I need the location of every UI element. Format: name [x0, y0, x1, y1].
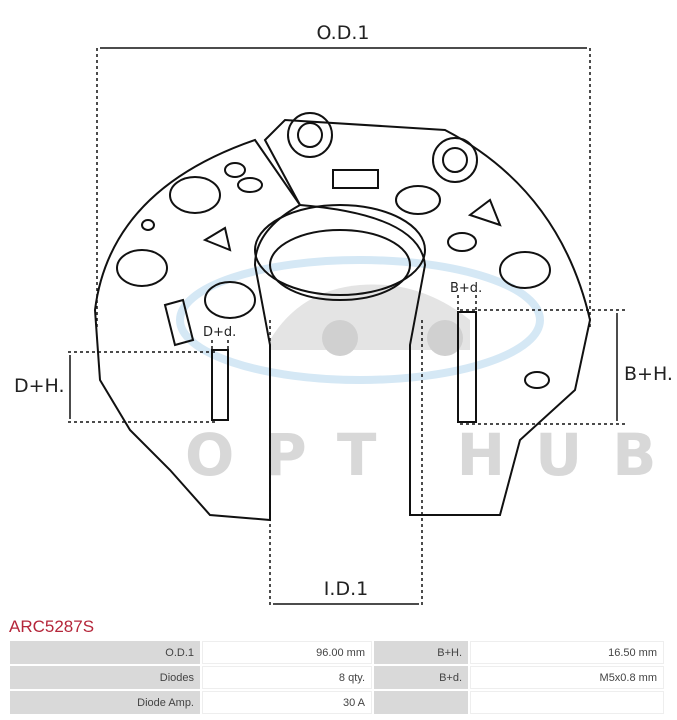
spec-table: O.D.1 96.00 mm B+H. 16.50 mm Diodes 8 qt…: [8, 639, 666, 716]
bh-label: B+H.: [624, 363, 673, 385]
spec-value: [470, 691, 664, 714]
spec-label: [374, 691, 468, 714]
table-row: Diode Amp. 30 A: [10, 691, 664, 714]
bd-label: B+d.: [450, 281, 482, 296]
svg-text:OPT HUB: OPT HUB: [185, 421, 677, 489]
spec-value: 30 A: [202, 691, 372, 714]
watermark-logo: OPT HUB: [176, 256, 677, 489]
spec-label: Diode Amp.: [10, 691, 200, 714]
spec-value: M5x0.8 mm: [470, 666, 664, 689]
spec-value: 96.00 mm: [202, 641, 372, 664]
part-code: ARC5287S: [9, 617, 95, 636]
spec-value: 16.50 mm: [470, 641, 664, 664]
rectifier-outline: [93, 112, 592, 522]
spec-label: B+d.: [374, 666, 468, 689]
spec-label: Diodes: [10, 666, 200, 689]
dimension-arrows: [69, 47, 618, 605]
spec-label: B+H.: [374, 641, 468, 664]
od-label: O.D.1: [317, 22, 370, 44]
dd-label: D+d.: [203, 325, 236, 340]
rectifier-diagram: OPT HUB O.D.1 I.D.1 D+H. B+H. D+d. B+d.: [14, 22, 677, 605]
spec-value: 8 qty.: [202, 666, 372, 689]
spec-label: O.D.1: [10, 641, 200, 664]
dimension-lines: [68, 48, 625, 605]
table-row: Diodes 8 qty. B+d. M5x0.8 mm: [10, 666, 664, 689]
dh-label: D+H.: [14, 375, 65, 397]
table-row: O.D.1 96.00 mm B+H. 16.50 mm: [10, 641, 664, 664]
id-label: I.D.1: [324, 578, 368, 600]
